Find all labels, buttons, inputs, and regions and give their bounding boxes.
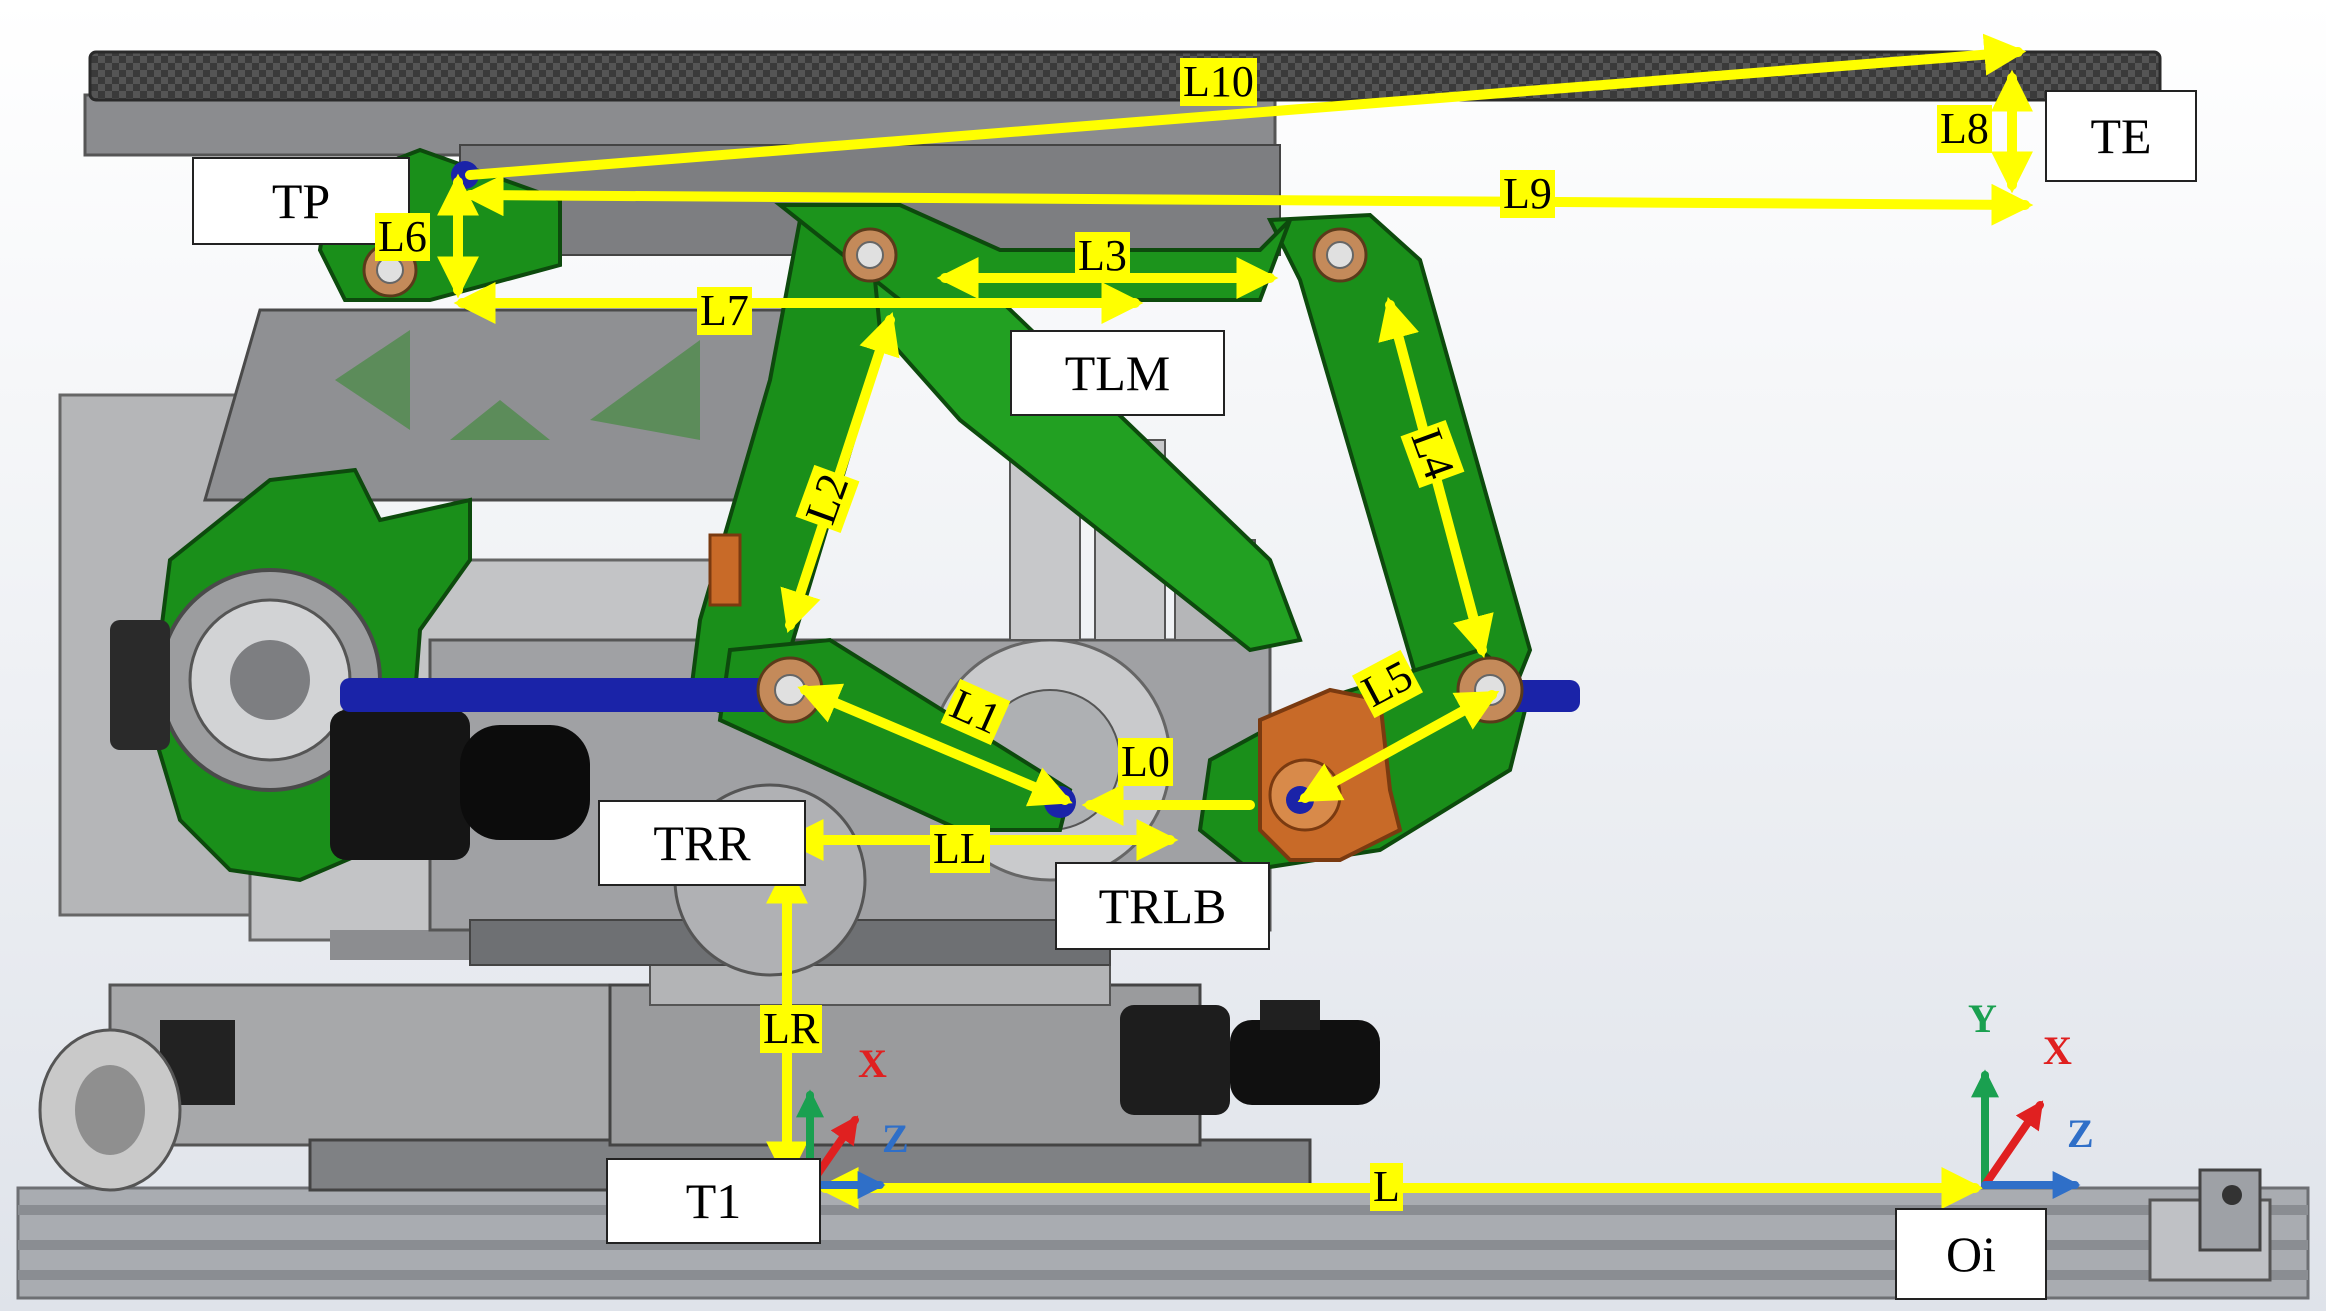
- dim-label-l9: L9: [1500, 170, 1555, 218]
- dim-label-l3: L3: [1075, 232, 1130, 280]
- frame-label-trlb: TRLB: [1055, 862, 1270, 950]
- dim-l1-arrow: [797, 683, 1073, 807]
- frame-label-tp: TP: [192, 157, 410, 245]
- dim-label-ll: LL: [930, 825, 990, 873]
- dim-l2-arrow: [780, 312, 900, 633]
- axis-label-oi-z: Z: [2067, 1111, 2094, 1156]
- dim-label-l8: L8: [1937, 105, 1992, 153]
- dim-label-lr: LR: [760, 1005, 823, 1053]
- upper-plate: [203, 308, 802, 502]
- axis-label-t1-z: Z: [882, 1116, 909, 1161]
- axis-label-oi-y: Y: [1968, 996, 1997, 1041]
- dim-label-l0: L0: [1118, 738, 1173, 786]
- dim-label-l10: L10: [1180, 58, 1257, 106]
- left-motor-assembly: [110, 568, 590, 860]
- frame-label-tlm: TLM: [1010, 330, 1225, 416]
- axis-label-oi-x: X: [2043, 1028, 2072, 1073]
- frame-label-oi: Oi: [1895, 1208, 2047, 1300]
- dim-l10-arrow: [465, 33, 2027, 180]
- dim-l5-arrow: [1297, 690, 1500, 803]
- frame-label-t1: T1: [606, 1158, 821, 1244]
- frame-label-trr: TRR: [598, 800, 806, 886]
- dim-label-l: L: [1370, 1163, 1403, 1211]
- dim-label-l7: L7: [697, 287, 752, 335]
- axis-label-t1-x: X: [858, 1041, 887, 1086]
- dim-label-l6: L6: [375, 213, 430, 261]
- frame-label-te: TE: [2045, 90, 2197, 182]
- axes-oi: [1971, 1069, 2081, 1199]
- dim-l9-arrow: [461, 174, 2034, 226]
